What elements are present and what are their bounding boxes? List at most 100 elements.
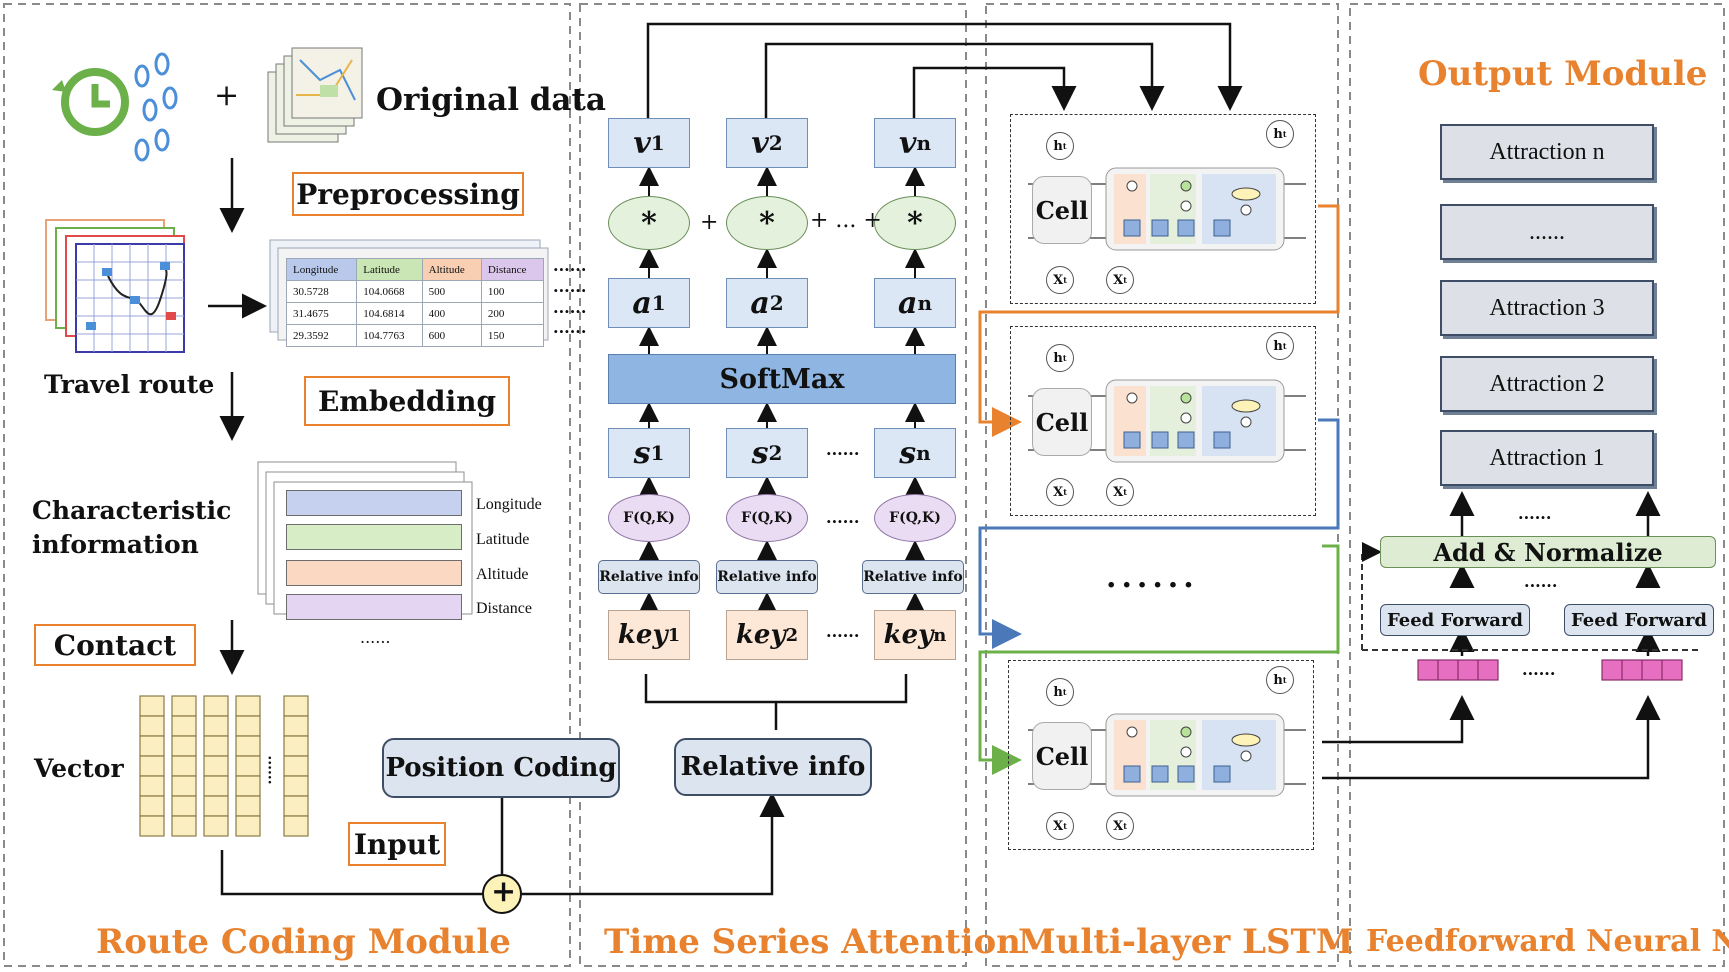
value-subscript: 2: [768, 131, 783, 155]
table-cell: 600: [421, 324, 482, 347]
vector-cell: [283, 815, 309, 837]
add-normalize-block: Add & Normalize: [1380, 536, 1716, 568]
multiply-gate: [1180, 746, 1192, 758]
gate-box: [1151, 765, 1169, 783]
vector-cell: [203, 695, 229, 717]
input-circle-text: X: [1113, 272, 1124, 288]
table-cell: 200: [480, 302, 545, 325]
tanh-node: [1231, 733, 1261, 747]
vector-cell: [139, 775, 165, 797]
hidden-state-circle-text: h: [1053, 684, 1063, 700]
vector-cell: [235, 755, 261, 777]
fqk-label: F(Q,K): [889, 510, 941, 526]
lstm-layer-2: [1010, 326, 1316, 516]
time-series-attention-title: Time Series Attention: [604, 922, 1021, 962]
hidden-state-circle-text: h: [1053, 138, 1063, 154]
multiply-gate: [1240, 204, 1252, 216]
relative-info-chip-label: Relative info: [717, 569, 817, 585]
gate-box: [1151, 219, 1169, 237]
attraction-label: ......: [1529, 218, 1565, 245]
feed-forward-block: Feed Forward: [1564, 604, 1714, 636]
key-subscript: n: [933, 624, 947, 646]
attraction-label: Attraction n: [1489, 138, 1605, 165]
multi-layer-lstm-title: Multi-layer LSTM: [1018, 922, 1354, 962]
feedforward-neural-net-title: Feedforward Neural Net: [1366, 924, 1729, 959]
fqk-label: F(Q,K): [623, 510, 675, 526]
gate-box: [1213, 431, 1231, 449]
sum-plus: +: [700, 210, 719, 235]
vector-cell: [235, 795, 261, 817]
sum-circle: [482, 874, 522, 914]
table-cell: 30.5728: [285, 280, 358, 303]
input-circle-subscript: t: [1123, 275, 1127, 285]
lstm-ellipsis: ......: [1106, 560, 1199, 595]
multiply-gate: [1240, 750, 1252, 762]
score-ellipsis: ......: [826, 440, 860, 459]
vector-cell: [171, 755, 197, 777]
feed-forward-label: Feed Forward: [1386, 609, 1524, 631]
vector-cell: [139, 815, 165, 837]
gate-box: [1213, 765, 1231, 783]
table-header-cell: Altitude: [421, 258, 482, 281]
hidden-state-circle-subscript: t: [1062, 687, 1067, 697]
gate-box: [1123, 765, 1141, 783]
table-cell: 150: [480, 324, 545, 347]
input-circle-text: X: [1113, 818, 1124, 834]
multiply-node: *: [874, 196, 956, 250]
lstm-layer-internals: [1028, 713, 1306, 797]
feature-strip-altitude: [286, 560, 462, 586]
feature-ellipsis: ......: [360, 628, 391, 647]
vector-label: Vector: [34, 754, 124, 783]
vector-cell: [283, 755, 309, 777]
gate-box: [1151, 431, 1169, 449]
attraction-box: Attraction 2: [1440, 356, 1654, 412]
multiply-node: *: [726, 196, 808, 250]
table-header-cell: Longitude: [285, 258, 358, 281]
lstm-layer-internals: [1028, 379, 1306, 463]
vector-ellipsis: ......: [1522, 660, 1556, 679]
multiply-gate: [1180, 412, 1192, 424]
input-label: Input: [353, 827, 441, 861]
key-symbol: key: [883, 620, 934, 650]
hidden-state-circle-text: h: [1273, 672, 1283, 688]
input-circle-subscript: t: [1063, 487, 1067, 497]
frame-ffnn: [1349, 3, 1725, 967]
vector-columns: [139, 695, 309, 837]
multiply-node: *: [608, 196, 690, 250]
hidden-state-circle-subscript: t: [1062, 353, 1067, 363]
score-subscript: n: [916, 441, 931, 465]
vector-ellipsis: ......: [264, 755, 281, 785]
input-circle-text: X: [1113, 484, 1124, 500]
add-gate: [1180, 392, 1192, 404]
vector-cell: [139, 695, 165, 717]
relative-info-chip-label: Relative info: [863, 569, 963, 585]
input-circle-subscript: t: [1063, 275, 1067, 285]
attraction-box: Attraction 1: [1440, 430, 1654, 486]
weight-subscript: n: [917, 291, 932, 315]
sum-plus-dots: + ... +: [810, 208, 882, 233]
fqk-node: F(Q,K): [608, 494, 690, 542]
multiply-gate: [1126, 180, 1138, 192]
multiply-gate: [1180, 200, 1192, 212]
vector-cell: [171, 815, 197, 837]
relative-info-chip-label: Relative info: [599, 569, 699, 585]
multiply-symbol: *: [759, 205, 775, 241]
lstm-layer-internals: [1028, 167, 1306, 251]
table-cell: 500: [421, 280, 482, 303]
hidden-state-circle-subscript: t: [1062, 141, 1067, 151]
feature-label: Longitude: [476, 496, 542, 513]
fqk-label: F(Q,K): [741, 510, 793, 526]
gate-box: [1123, 431, 1141, 449]
ffnn-ellipsis: ......: [1524, 572, 1558, 591]
input-circle-subscript: t: [1123, 487, 1127, 497]
contact-label: Contact: [53, 628, 177, 662]
multiply-gate: [1126, 392, 1138, 404]
weight-symbol: a: [750, 285, 770, 321]
